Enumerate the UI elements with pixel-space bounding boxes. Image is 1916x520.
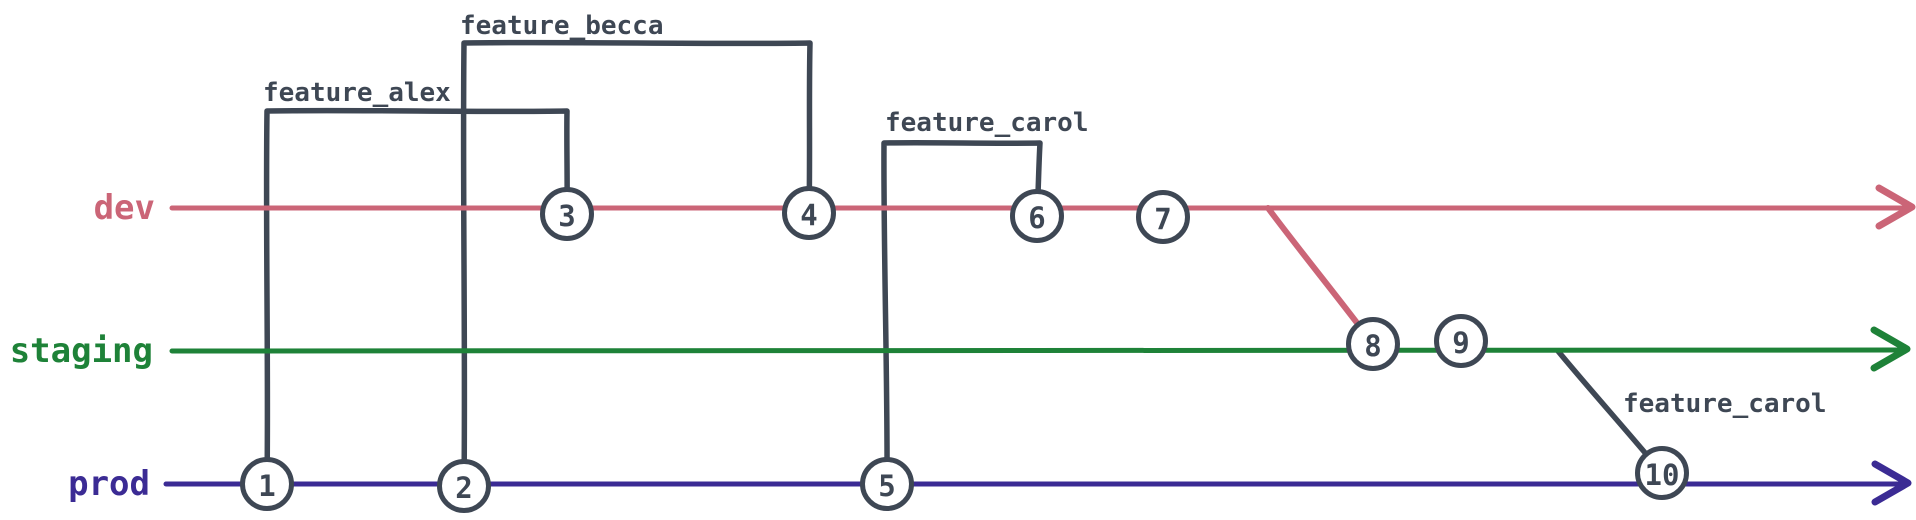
- commit-number-6: 6: [1028, 201, 1045, 235]
- commit-circle-3: [540, 187, 594, 241]
- branch-arrowhead-prod: [1871, 460, 1912, 506]
- feature-branch-line-feature_alex: [263, 107, 570, 487]
- commit-circle-5: [860, 457, 914, 511]
- branch-line-staging: [169, 347, 1902, 354]
- branch-arrowhead-staging: [1870, 326, 1911, 372]
- branch-label-prod: prod: [68, 464, 150, 504]
- commit-circle-2: [437, 459, 491, 513]
- commit-circle-6: [1010, 189, 1064, 243]
- feature-branch-label-feature_becca: feature_becca: [460, 11, 664, 41]
- feature-branch-line-feature_carol: [881, 140, 1043, 487]
- commit-number-8: 8: [1364, 329, 1381, 363]
- commit-circle-4: [782, 186, 836, 240]
- branch-arrowhead-dev: [1875, 184, 1916, 230]
- commit-number-7: 7: [1154, 202, 1171, 236]
- commit-number-4: 4: [800, 198, 817, 232]
- commit-number-9: 9: [1452, 326, 1469, 360]
- feature-branch-label-feature_alex: feature_alex: [263, 78, 451, 108]
- commit-number-5: 5: [878, 469, 895, 503]
- feature-branch-label-feature_carol: feature_carol: [1623, 389, 1827, 419]
- commit-circle-9: [1434, 314, 1488, 368]
- commit-number-1: 1: [258, 469, 275, 503]
- commit-circle-10: [1635, 446, 1689, 500]
- commit-circle-1: [240, 457, 294, 511]
- commit-number-2: 2: [455, 471, 472, 505]
- feature-branch-line-feature_becca: [460, 39, 813, 489]
- commit-number-10: 10: [1645, 458, 1680, 492]
- branch-label-dev: dev: [94, 188, 155, 228]
- commit-number-3: 3: [558, 199, 575, 233]
- commit-circle-7: [1136, 190, 1190, 244]
- branch-label-staging: staging: [10, 331, 153, 371]
- commit-circle-8: [1346, 317, 1400, 371]
- feature-branch-label-feature_carol: feature_carol: [885, 108, 1089, 138]
